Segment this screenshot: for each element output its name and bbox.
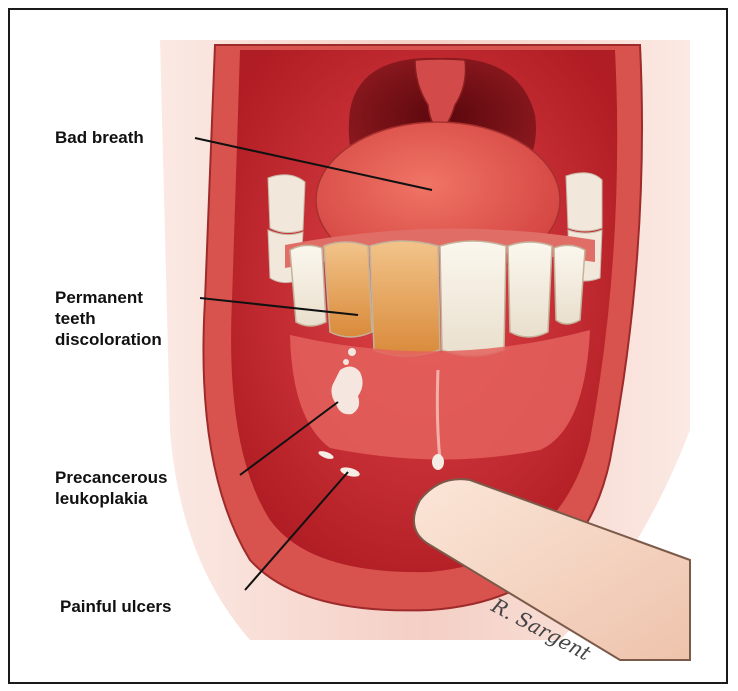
label-permanent-teeth-discoloration: Permanent teeth discoloration <box>55 287 162 350</box>
label-bad-breath: Bad breath <box>55 127 144 148</box>
tooth <box>554 245 585 324</box>
label-line: teeth <box>55 308 162 329</box>
tooth-stained <box>324 242 372 337</box>
tooth <box>440 241 506 356</box>
label-line: discoloration <box>55 329 162 350</box>
tooth <box>508 242 552 337</box>
label-painful-ulcers: Painful ulcers <box>60 596 171 617</box>
label-precancerous-leukoplakia: Precancerous leukoplakia <box>55 467 167 509</box>
label-line: Permanent <box>55 287 162 308</box>
label-line: leukoplakia <box>55 488 167 509</box>
tooth <box>290 245 326 326</box>
tooth-stained <box>370 241 440 356</box>
label-line: Precancerous <box>55 467 167 488</box>
